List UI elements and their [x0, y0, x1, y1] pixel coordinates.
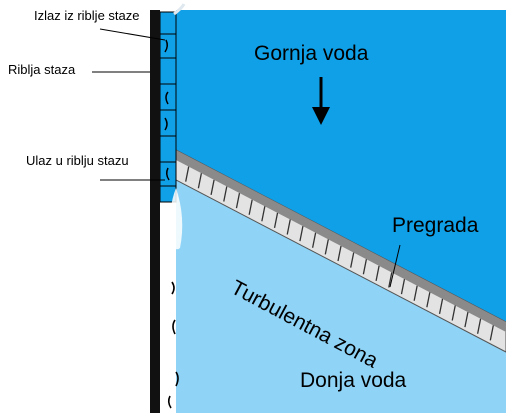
- dam-hatch-mark: [311, 232, 317, 248]
- downstream-water-label: Donja voda: [300, 369, 407, 392]
- fishway-exit-label: Izlaz iz riblje staze: [34, 8, 140, 23]
- dam-hatch-mark: [350, 252, 355, 268]
- dam-hatch-mark: [400, 278, 406, 295]
- dam-hatch-mark: [197, 173, 203, 189]
- dam-hatch-mark: [464, 312, 469, 328]
- dam-hatch-mark: [273, 212, 279, 229]
- dam-hatch-mark: [451, 305, 456, 321]
- dam-hatch-mark: [413, 285, 418, 301]
- fish-swimming: [167, 281, 179, 409]
- dam-hatch-mark: [261, 206, 266, 222]
- dam-label: Pregrada: [392, 214, 479, 237]
- fishway: [159, 3, 186, 203]
- fishway-entrance-label: Ulaz u riblju stazu: [26, 153, 129, 168]
- dam-hatching: [185, 166, 494, 341]
- dam-face: [176, 150, 506, 332]
- dam-hatch-mark: [324, 239, 329, 255]
- fishway-outflow: [169, 188, 183, 250]
- arrow-down-icon: [312, 77, 330, 125]
- left-wall: [150, 10, 160, 413]
- dam-hatch-mark: [362, 259, 368, 275]
- upstream-water-area: [176, 10, 506, 322]
- dam-hatch-mark: [235, 192, 241, 209]
- dam-hatch-mark: [388, 272, 393, 288]
- dam-hatch-mark: [438, 298, 444, 315]
- dam-hatch-mark: [299, 226, 304, 242]
- upstream-water-label: Gornja voda: [254, 42, 369, 65]
- dam-hatch-mark: [426, 292, 431, 308]
- leader-lines: [92, 28, 401, 288]
- fishway-label: Riblja staza: [8, 62, 76, 77]
- dam-hatch-mark: [185, 166, 190, 182]
- dam-hatch-mark: [337, 245, 342, 262]
- dam-hatch-mark: [286, 219, 291, 235]
- dam-hatch-mark: [489, 325, 494, 341]
- dam-hatch-mark: [476, 318, 482, 334]
- fishway-column: [159, 11, 177, 203]
- dam-hatch-mark: [223, 186, 228, 202]
- dam-hatch-mark: [248, 199, 253, 215]
- dam-hatch-mark: [210, 179, 215, 195]
- dam-hatch-mark: [375, 265, 380, 281]
